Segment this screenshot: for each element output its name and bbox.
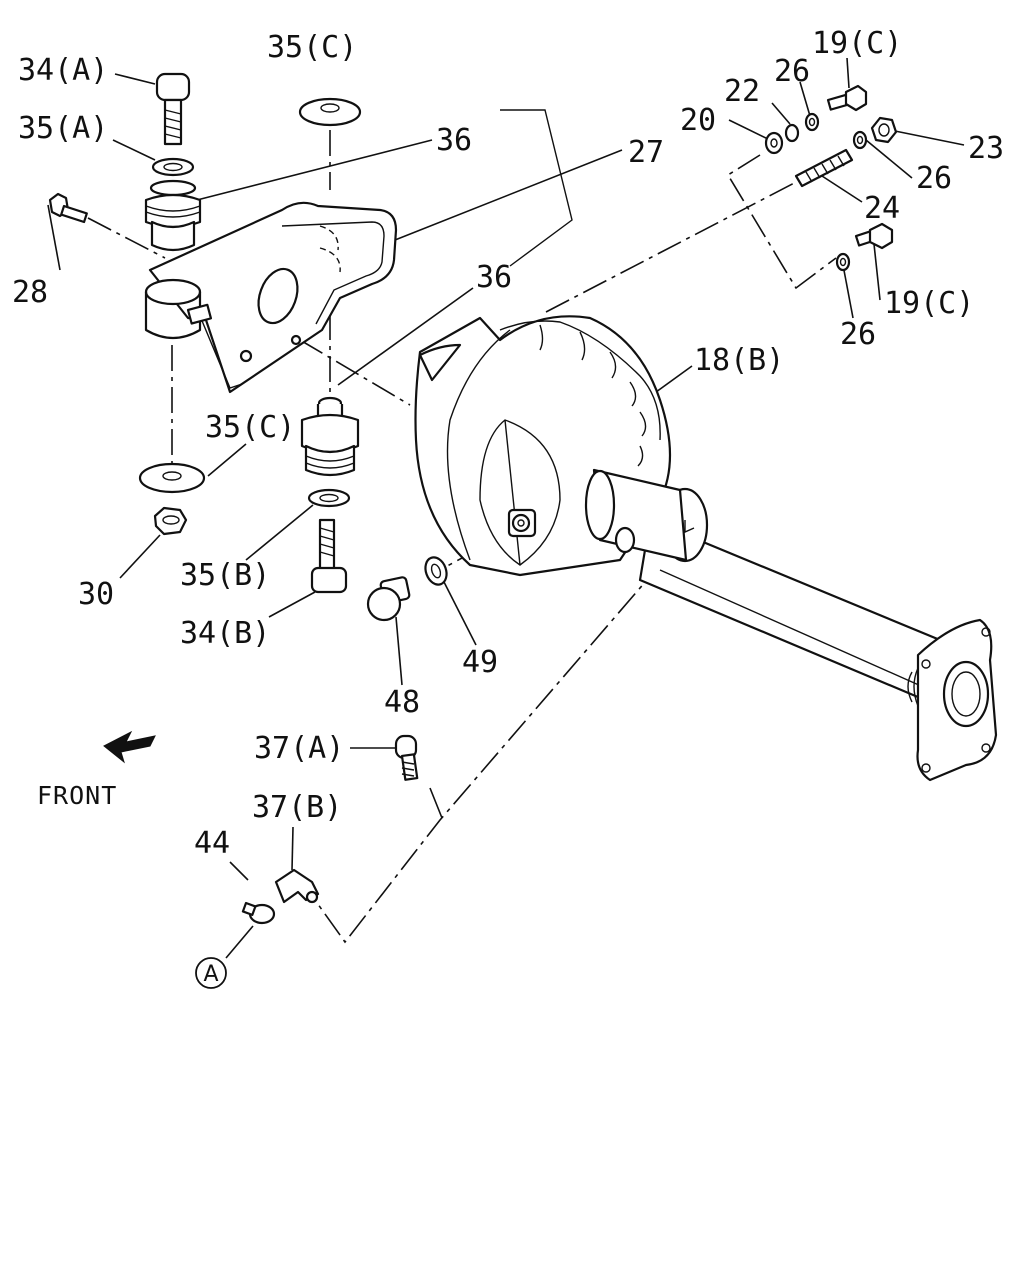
washer-22 xyxy=(784,123,800,143)
bolt-34b xyxy=(310,518,348,594)
callout-30: 30 xyxy=(78,577,114,612)
nut-23 xyxy=(870,116,898,144)
axle-housing-18b xyxy=(414,315,998,782)
bushing-36-lower xyxy=(300,396,360,477)
callout-26-right: 26 xyxy=(916,161,952,196)
bolt-19c-bottom xyxy=(854,222,894,250)
lock-washer-26-bottom xyxy=(835,252,851,272)
assembly-lines xyxy=(87,109,837,944)
callout-35c-mid: 35(C) xyxy=(205,410,295,445)
washer-35a xyxy=(151,157,195,177)
lock-washer-26-top xyxy=(804,112,820,132)
callout-49: 49 xyxy=(462,645,498,680)
callout-35b: 35(B) xyxy=(180,558,270,593)
front-arrow-icon xyxy=(103,730,156,764)
bolt-34a xyxy=(155,72,191,146)
washer-35c-lower xyxy=(138,462,206,494)
bushing-36-upper xyxy=(144,179,202,252)
callout-48: 48 xyxy=(384,685,420,720)
lock-washer-26-right xyxy=(852,130,868,150)
cap-44 xyxy=(241,901,276,925)
callout-44: 44 xyxy=(194,826,230,861)
callout-18b: 18(B) xyxy=(694,343,784,378)
callout-36-mid: 36 xyxy=(476,260,512,295)
callout-37b: 37(B) xyxy=(252,790,342,825)
callout-26-bottom: 26 xyxy=(840,317,876,352)
bracket-27 xyxy=(144,201,398,394)
callout-27: 27 xyxy=(628,135,664,170)
washer-20 xyxy=(764,131,784,155)
callout-35a: 35(A) xyxy=(18,111,108,146)
front-direction-indicator: FRONT xyxy=(37,730,156,810)
callout-20: 20 xyxy=(680,103,716,138)
callout-35c-top: 35(C) xyxy=(267,30,357,65)
reference-a-label: A xyxy=(203,962,218,987)
callout-37a: 37(A) xyxy=(254,731,344,766)
callout-19c-top: 19(C) xyxy=(812,26,902,61)
bolt-19c-top xyxy=(826,84,868,112)
elbow-37b xyxy=(274,868,320,904)
reference-a-marker: A xyxy=(195,957,227,989)
washer-35b xyxy=(307,488,351,508)
callout-36-top: 36 xyxy=(436,123,472,158)
bolt-28 xyxy=(48,192,88,224)
callout-24: 24 xyxy=(864,191,900,226)
stud-24 xyxy=(794,148,854,188)
nut-30 xyxy=(153,506,188,536)
callout-22: 22 xyxy=(724,74,760,109)
callout-26-top: 26 xyxy=(774,54,810,89)
front-label: FRONT xyxy=(37,781,117,810)
washer-35c-upper xyxy=(298,97,362,127)
gasket-49 xyxy=(424,556,448,586)
callout-28: 28 xyxy=(12,275,48,310)
breather-37a xyxy=(394,734,419,781)
callout-34b: 34(B) xyxy=(180,616,270,651)
callout-23: 23 xyxy=(968,131,1004,166)
callout-34a: 34(A) xyxy=(18,53,108,88)
callout-19c-bottom: 19(C) xyxy=(884,286,974,321)
leader-lines xyxy=(47,57,965,959)
plug-48 xyxy=(366,576,411,622)
